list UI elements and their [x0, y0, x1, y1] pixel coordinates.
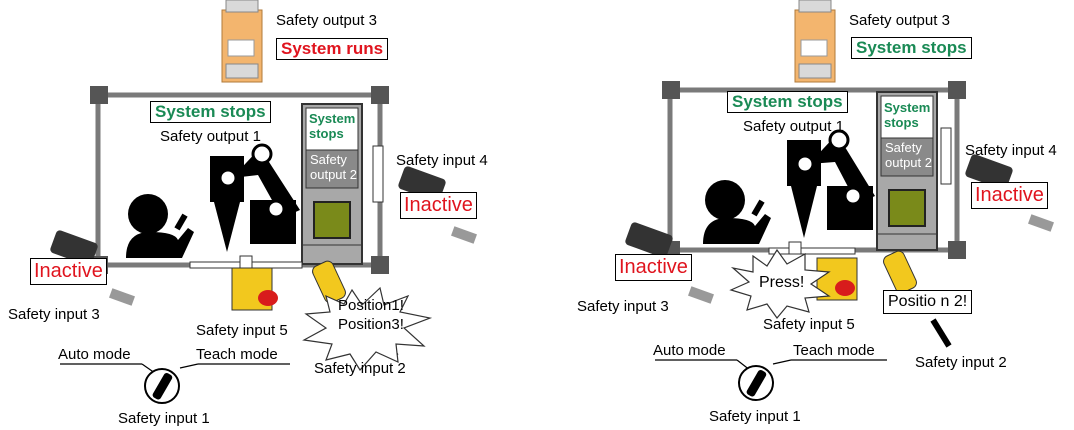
controller-status-line-2: stops	[884, 115, 919, 130]
safety-input-2-label: Safety input 2	[314, 360, 406, 377]
safety-input-5-label: Safety input 5	[763, 316, 855, 333]
robot-arm-icon	[210, 143, 300, 252]
safety-input-4-label: Safety input 4	[396, 152, 488, 169]
right-scenario-panel: Safety output 3 System stops System stop…	[537, 0, 1074, 430]
door-switch-icon	[372, 145, 384, 203]
relay-status-badge: System runs	[276, 38, 389, 60]
left-scenario-panel: Safety output 3 System runs System stops…	[8, 0, 488, 427]
interlock-switch-icon-left	[625, 222, 714, 304]
burst-line-1: Position1!	[338, 297, 404, 314]
cell-status-badge: System stops	[727, 91, 848, 113]
cell-status-badge: System stops	[150, 101, 271, 123]
safety-output-2-line-1: Safety	[885, 140, 922, 155]
position-burst-shape	[302, 286, 433, 371]
interlock-switch-icon-left	[50, 230, 135, 306]
safety-output-2-label: Safety output 2	[310, 152, 357, 182]
input-4-state-badge: Inactive	[400, 192, 477, 219]
safety-output-2-label: Safety output 2	[885, 140, 932, 170]
worker-silhouette-icon	[703, 180, 771, 244]
safety-relay-icon	[221, 0, 263, 83]
safety-input-1-label: Safety input 1	[709, 408, 801, 425]
work-table-icon	[768, 241, 856, 255]
input-3-state-badge: Inactive	[30, 258, 107, 285]
safety-output-3-label: Safety output 3	[849, 12, 950, 29]
relay-status-badge: System stops	[851, 37, 972, 59]
safety-output-2-line-2: output 2	[310, 167, 357, 182]
safety-input-2-label: Safety input 2	[915, 354, 1007, 371]
position-2-badge: Positio n 2!	[883, 290, 973, 314]
left-scenario-drawing	[50, 0, 477, 404]
controller-status-line-1: System	[884, 100, 931, 115]
auto-mode-label: Auto mode	[653, 342, 726, 359]
mode-selector-lines	[655, 359, 887, 375]
key-switch-icon	[738, 365, 774, 401]
teach-mode-label: Teach mode	[196, 346, 278, 363]
burst-line-2: Position3!	[338, 316, 404, 333]
input-4-state-badge: Inactive	[971, 182, 1048, 209]
emergency-stop-icon	[231, 267, 278, 311]
safety-input-5-label: Safety input 5	[196, 322, 288, 339]
controller-status-text: System stops	[309, 111, 355, 141]
press-burst-shape	[729, 248, 831, 319]
safety-output-1-label: Safety output 1	[743, 118, 844, 135]
controller-status-line-1: System	[309, 111, 356, 126]
input-3-state-badge: Inactive	[615, 254, 692, 281]
interlock-switch-icon-right	[965, 154, 1054, 232]
safety-output-1-label: Safety output 1	[160, 128, 261, 145]
safety-input-4-label: Safety input 4	[965, 142, 1057, 159]
controller-status-text: System stops	[884, 100, 930, 130]
safety-input-3-label: Safety input 3	[8, 306, 100, 323]
press-burst-text: Press!	[759, 274, 805, 291]
position-burst-text: Position1! Position3!	[338, 296, 404, 334]
safety-output-2-line-1: Safety	[310, 152, 347, 167]
safety-input-3-label: Safety input 3	[577, 298, 669, 315]
safety-controller-cabinet	[301, 103, 363, 265]
auto-mode-label: Auto mode	[58, 346, 131, 363]
work-table-icon	[189, 255, 303, 269]
teach-mode-label: Teach mode	[793, 342, 875, 359]
enabling-device-icon	[883, 250, 952, 348]
worker-silhouette-icon	[126, 194, 194, 258]
right-scenario-drawing	[625, 0, 1054, 401]
safety-controller-cabinet	[876, 91, 938, 251]
safety-input-1-label: Safety input 1	[118, 410, 210, 427]
controller-status-line-2: stops	[309, 126, 344, 141]
safety-relay-icon	[794, 0, 836, 83]
safety-output-2-line-2: output 2	[885, 155, 932, 170]
robot-arm-icon	[787, 129, 875, 238]
safety-output-3-label: Safety output 3	[276, 12, 377, 29]
key-switch-icon	[144, 368, 180, 404]
door-switch-icon	[940, 127, 952, 185]
